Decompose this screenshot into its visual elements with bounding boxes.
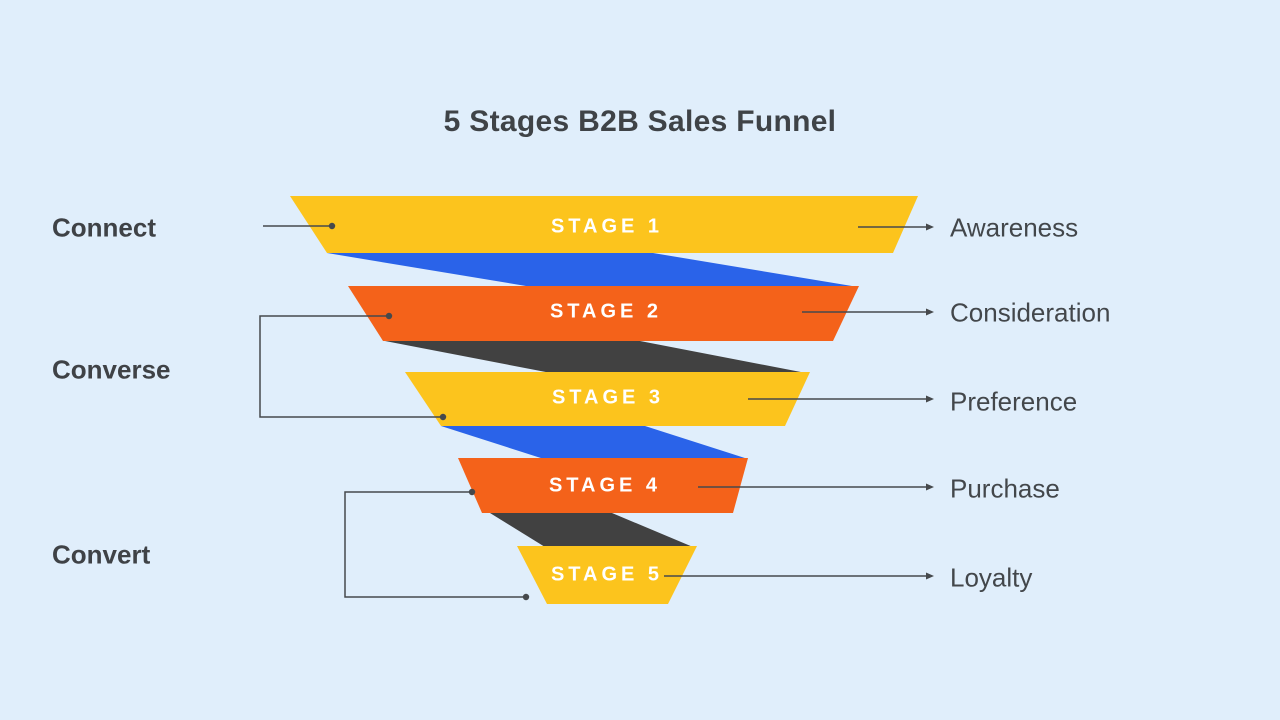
outcome-label-awareness: Awareness bbox=[950, 212, 1079, 243]
outcome-label-consideration: Consideration bbox=[950, 297, 1111, 328]
loyalty-arrow-line bbox=[664, 572, 934, 580]
outcome-label-preference: Preference bbox=[950, 386, 1078, 417]
stage-1-shape bbox=[290, 196, 918, 253]
stage-4-label: STAGE 4 bbox=[548, 474, 662, 497]
purchase-arrow-line bbox=[698, 483, 934, 491]
stage-1-label: STAGE 1 bbox=[550, 215, 664, 238]
stage-4-shape bbox=[458, 458, 748, 513]
outcome-label-loyalty: Loyalty bbox=[950, 562, 1033, 593]
outcome-label-purchase: Purchase bbox=[950, 473, 1060, 504]
stage-3-shape bbox=[405, 372, 810, 426]
converse-bracket-line bbox=[259, 312, 447, 421]
connector-stage2-stage3 bbox=[385, 341, 806, 373]
stage-2-shape bbox=[348, 286, 859, 341]
preference-arrow-line bbox=[748, 395, 934, 403]
group-label-convert: Convert bbox=[52, 539, 151, 570]
connector-stage3-stage4 bbox=[441, 426, 748, 459]
connector-stage4-stage5 bbox=[490, 513, 693, 547]
convert-bracket-line bbox=[344, 488, 530, 601]
stage-5-shape bbox=[517, 546, 697, 604]
awareness-arrow-line bbox=[858, 223, 934, 231]
consideration-arrow-line bbox=[802, 308, 934, 316]
connect-leader-line bbox=[263, 222, 336, 230]
connector-stage1-stage2 bbox=[327, 253, 858, 287]
stage-5-label: STAGE 5 bbox=[550, 563, 664, 586]
page-title: 5 Stages B2B Sales Funnel bbox=[443, 105, 837, 138]
stage-3-label: STAGE 3 bbox=[551, 386, 665, 409]
group-label-connect: Connect bbox=[52, 212, 156, 243]
stage-2-label: STAGE 2 bbox=[549, 300, 663, 323]
group-label-converse: Converse bbox=[52, 354, 171, 385]
